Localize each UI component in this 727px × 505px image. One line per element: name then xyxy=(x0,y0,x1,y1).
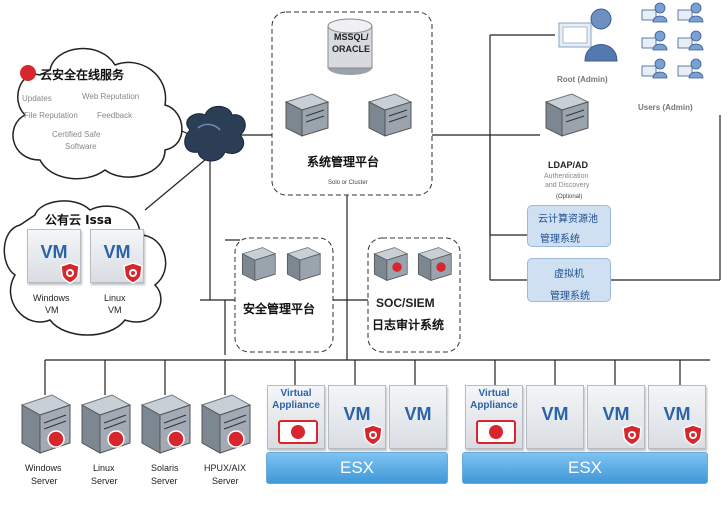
database-label-2: ORACLE xyxy=(332,44,370,54)
siem-server-icon xyxy=(373,247,409,282)
cloud-item-certified-safe: Certified Safe xyxy=(52,130,101,139)
root-admin-icon xyxy=(558,8,618,62)
server-label-3b: Server xyxy=(151,476,178,486)
server-label-4b: Server xyxy=(212,476,239,486)
server-label-4: HPUX/AIX xyxy=(204,463,247,473)
management-title: 系统管理平台 xyxy=(307,155,380,169)
esx2-vm-1: VM xyxy=(526,385,584,449)
windows-server-icon xyxy=(20,394,72,454)
hpux-aix-server-icon xyxy=(200,394,252,454)
cloud-security-title: 云安全在线服务 xyxy=(40,68,125,82)
esx1-vm-2: VM xyxy=(389,385,447,449)
siem-server-icon xyxy=(417,247,453,282)
vm-mgmt-line2: 管理系统 xyxy=(550,291,590,302)
vm-badge: VM xyxy=(103,242,131,262)
ldap-line2: and Discovery xyxy=(545,182,590,189)
security-management-title: 安全管理平台 xyxy=(243,302,316,316)
shield-icon xyxy=(363,424,383,446)
management-subtitle: Solo or Cluster xyxy=(328,180,368,186)
vm-badge: VM xyxy=(40,242,68,262)
appliance-logo-icon xyxy=(476,420,516,444)
virtual-appliance-tile: Virtual Appliance xyxy=(267,385,325,449)
esx2-vm-3: VM xyxy=(648,385,706,449)
shield-icon xyxy=(683,424,703,446)
virtual-appliance-line2: Appliance xyxy=(470,400,518,411)
public-vm-windows: VM xyxy=(27,229,81,284)
cloud-item-feedback: Feedback xyxy=(97,111,133,120)
esx-bar-1: ESX xyxy=(266,452,448,484)
appliance-logo-icon xyxy=(278,420,318,444)
cloud-item-updates: Updates xyxy=(22,94,52,103)
cloud-item-software: Software xyxy=(65,142,97,151)
public-vm-windows-label-1: Windows xyxy=(33,293,70,303)
public-cloud-title: 公有云 Issa xyxy=(45,213,113,227)
cloud-pool-line2: 管理系统 xyxy=(540,234,580,245)
cloud-security-logo xyxy=(20,65,36,81)
users-admin-label: Users (Admin) xyxy=(638,103,693,112)
server-icon xyxy=(286,247,322,282)
cloud-item-file-reputation: File Reputation xyxy=(24,111,78,120)
linux-server-icon xyxy=(80,394,132,454)
shield-icon xyxy=(622,424,642,446)
root-admin-label: Root (Admin) xyxy=(557,75,608,84)
server-label-1b: Server xyxy=(31,476,58,486)
ldap-server-icon xyxy=(544,93,590,137)
server-label-1: Windows xyxy=(25,463,62,473)
esx2-vm-2: VM xyxy=(587,385,645,449)
public-vm-linux: VM xyxy=(90,229,144,284)
public-vm-linux-label-1: Linux xyxy=(104,293,126,303)
public-vm-windows-label-2: VM xyxy=(45,305,59,315)
virtual-appliance-tile: Virtual Appliance xyxy=(465,385,523,449)
cloud-pool-line1: 云计算资源池 xyxy=(538,214,598,225)
cloud-pool-management-box: 云计算资源池 管理系统 xyxy=(527,205,611,247)
ldap-title: LDAP/AD xyxy=(548,160,588,170)
vm-badge: VM xyxy=(602,404,630,424)
vm-badge: VM xyxy=(663,404,691,424)
shield-icon xyxy=(60,262,80,284)
soc-title-line1: SOC/SIEM xyxy=(376,296,435,310)
server-icon xyxy=(241,247,277,282)
server-icon xyxy=(367,93,413,137)
server-icon xyxy=(284,93,330,137)
soc-title-line2: 日志审计系统 xyxy=(372,318,445,332)
database-label-1: MSSQL/ xyxy=(334,32,369,42)
virtual-appliance-line1: Virtual xyxy=(280,388,312,399)
ldap-line1: Authentication xyxy=(544,173,589,180)
solaris-server-icon xyxy=(140,394,192,454)
vm-badge: VM xyxy=(343,404,371,424)
shield-icon xyxy=(123,262,143,284)
server-label-3: Solaris xyxy=(151,463,179,473)
ldap-line3: (Optional) xyxy=(556,194,583,200)
esx-bar-2: ESX xyxy=(462,452,708,484)
server-label-2b: Server xyxy=(91,476,118,486)
users-admin-icon xyxy=(641,2,704,79)
public-vm-linux-label-2: VM xyxy=(108,305,122,315)
esx1-vm-1: VM xyxy=(328,385,386,449)
vm-badge: VM xyxy=(404,404,432,424)
database-icon xyxy=(327,18,373,75)
server-label-2: Linux xyxy=(93,463,115,473)
vm-mgmt-line1: 虚拟机 xyxy=(554,269,584,280)
vm-management-box: 虚拟机 管理系统 xyxy=(527,258,611,302)
vm-badge: VM xyxy=(541,404,569,424)
virtual-appliance-line2: Appliance xyxy=(272,400,320,411)
virtual-appliance-line1: Virtual xyxy=(478,388,510,399)
cloud-item-web-reputation: Web Reputation xyxy=(82,92,140,101)
